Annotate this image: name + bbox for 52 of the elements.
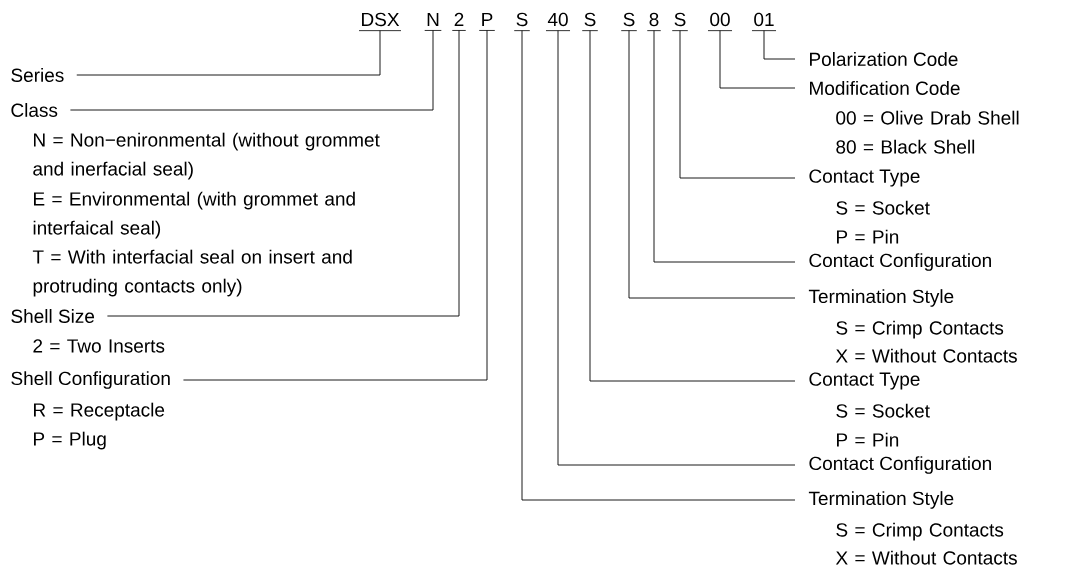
code-value: X = Without Contacts [835,348,1017,363]
code-value: S = Socket [836,200,930,215]
code-value: 2 = Two Inserts [33,339,165,353]
code-value: S = Crimp Contacts [836,320,1004,339]
field-label: Contact Configuration [809,456,991,474]
code-value: 80 = Black Shell [836,139,975,154]
field-label: Termination Style [808,491,954,509]
code-segment: 8 [646,12,662,32]
leader-line [521,30,796,501]
code-value: R = Receptacle [34,402,165,421]
code-segment: S [671,12,689,32]
field-label: Contact Type [809,169,920,187]
field-label: Class [11,103,58,117]
code-value: P = Pin [837,229,899,244]
code-segment: S [513,12,531,32]
leader-line [106,30,460,317]
code-value: 00 = Olive Drab Shell [836,110,1019,125]
leader-line [589,30,796,382]
field-label: Shell Size [11,309,95,323]
field-label: Contact Type [809,372,920,390]
code-segment: 01 [751,12,777,32]
leader-line [763,30,796,60]
leader-line [679,30,796,179]
code-segment: S [581,12,599,32]
code-value: S = Socket [836,403,930,418]
code-segment: 2 [451,12,467,31]
leader-line [183,30,488,381]
code-segment: DSX [358,12,402,32]
field-label: Termination Style [808,289,954,307]
leader-line [628,30,796,299]
code-value: P = Pin [837,432,899,447]
leader-line [719,30,796,89]
code-value: T = With interfacial seal on insert and protruding contacts only) [32,249,352,297]
leader-line [76,30,381,76]
field-label: Shell Configuration [11,371,170,389]
code-value: X = Without Contacts [835,550,1017,565]
field-label: Contact Configuration [809,253,991,271]
leader-line [69,30,434,111]
field-label: Polarization Code [810,52,958,66]
code-segment: 40 [545,12,571,32]
field-label: Series [11,68,64,82]
code-segment: N [424,12,442,31]
leader-line [557,30,796,466]
leader-line [653,30,796,263]
code-value: E = Environmental (with grommet and interfaical seal) [33,191,355,239]
code-segment: S [620,12,638,32]
code-segment: 00 [707,12,733,32]
code-value: N = Non−enironmental (without grommet and inerfacial seal) [33,132,380,180]
field-label: Modification Code [810,81,960,95]
code-value: P = Plug [34,431,106,450]
code-value: S = Crimp Contacts [836,522,1004,541]
code-segment: P [478,12,496,31]
